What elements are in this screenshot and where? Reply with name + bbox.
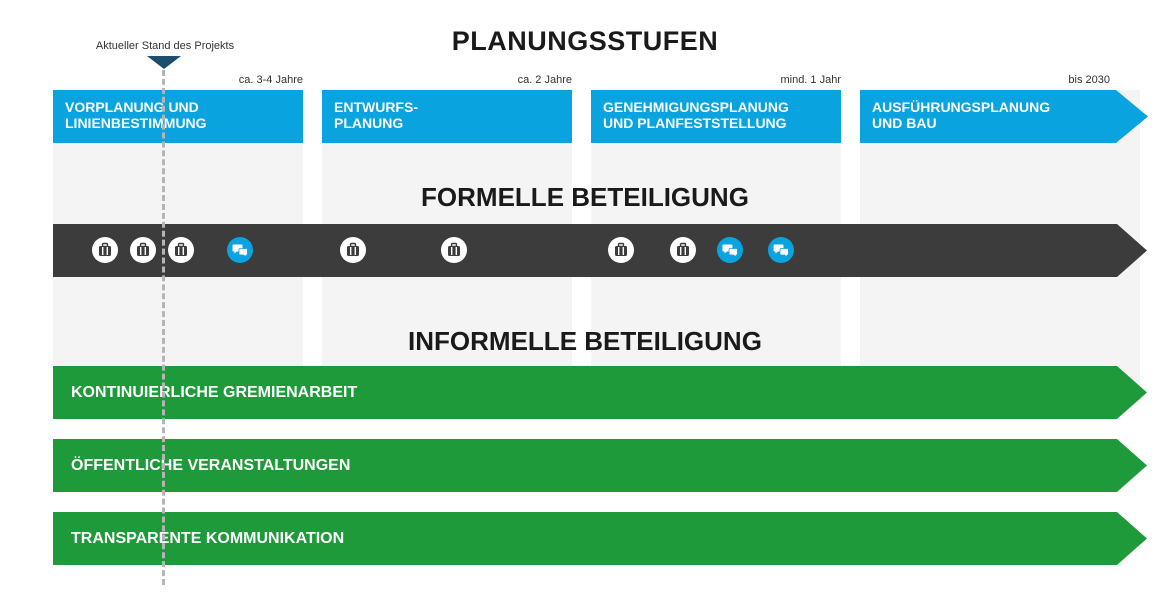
dialog-icon xyxy=(768,237,794,263)
formal-participation-bar xyxy=(53,224,1147,277)
stage-header-genehmigungsplanung: GENEHMIGUNGSPLANUNG UND PLANFESTSTELLUNG xyxy=(591,90,841,143)
current-status-label: Aktueller Stand des Projekts xyxy=(95,40,235,52)
stage-duration-2: ca. 2 Jahre xyxy=(517,74,572,86)
meeting-icon xyxy=(441,237,467,263)
stage-header-entwurfsplanung: ENTWURFS- PLANUNG xyxy=(322,90,572,143)
current-status-marker-icon xyxy=(147,56,181,69)
informal-bar-kommunikation: TRANSPARENTE KOMMUNIKATION xyxy=(53,512,1147,565)
current-status-line xyxy=(162,70,165,585)
meeting-icon xyxy=(340,237,366,263)
informal-bar-veranstaltungen: ÖFFENTLICHE VERANSTALTUNGEN xyxy=(53,439,1147,492)
formal-participation-heading: FORMELLE BETEILIGUNG xyxy=(421,182,749,212)
dialog-icon xyxy=(717,237,743,263)
stage-duration-1: ca. 3-4 Jahre xyxy=(238,74,303,86)
meeting-icon xyxy=(92,237,118,263)
meeting-icon xyxy=(608,237,634,263)
stage-header-vorplanung: VORPLANUNG UND LINIENBESTIMMUNG xyxy=(53,90,303,143)
stage-duration-4: bis 2030 xyxy=(1068,74,1110,86)
stage-header-ausfuehrungsplanung: AUSFÜHRUNGSPLANUNG UND BAU xyxy=(860,90,1148,143)
meeting-icon xyxy=(168,237,194,263)
informal-bar-gremienarbeit: KONTINUIERLICHE GREMIENARBEIT xyxy=(53,366,1147,419)
diagram-title: PLANUNGSSTUFEN xyxy=(451,26,719,56)
dialog-icon xyxy=(227,237,253,263)
meeting-icon xyxy=(130,237,156,263)
stage-duration-3: mind. 1 Jahr xyxy=(780,74,841,86)
meeting-icon xyxy=(670,237,696,263)
informal-participation-heading: INFORMELLE BETEILIGUNG xyxy=(408,326,762,356)
